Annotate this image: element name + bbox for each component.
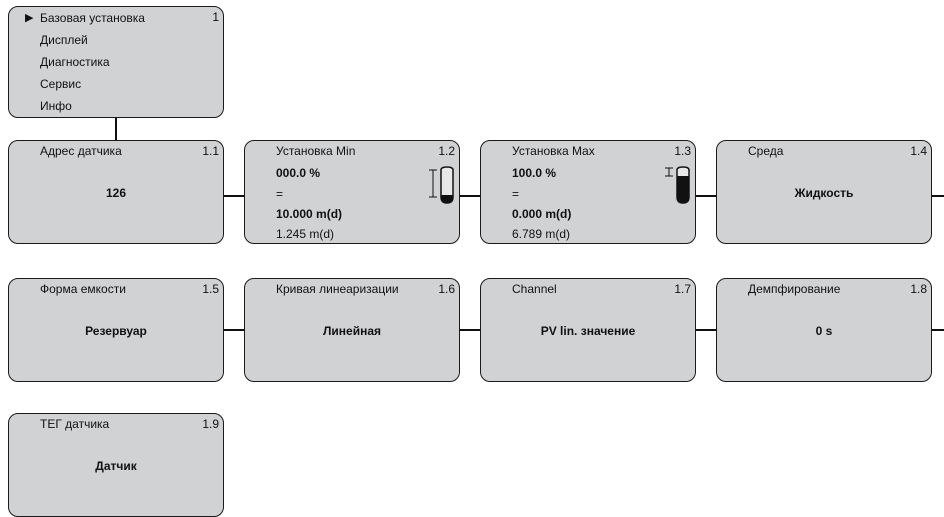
connector — [224, 195, 244, 197]
box-number: 1.9 — [202, 417, 219, 431]
box-value: 0 s — [815, 324, 833, 338]
connector — [224, 329, 244, 331]
measured-value: 1.245 m(d) — [276, 227, 335, 241]
box-title: Кривая линеаризации — [276, 282, 399, 296]
connector — [696, 195, 716, 197]
measured-value: 6.789 m(d) — [512, 227, 571, 241]
box-number: 1.8 — [910, 282, 927, 296]
box-number: 1.4 — [910, 144, 927, 158]
menu-item-display[interactable]: Дисплей — [40, 33, 88, 47]
box-value: Жидкость — [794, 186, 854, 200]
setpoint-value: 0.000 m(d) — [512, 207, 572, 221]
box-title: Установка Min — [276, 144, 356, 158]
box-value: Резервуар — [85, 324, 147, 338]
menu-item-diagnostics[interactable]: Диагностика — [40, 55, 110, 69]
box-title: ТЕГ датчика — [40, 417, 110, 431]
percent-value: 000.0 % — [276, 166, 321, 180]
box-value: 126 — [105, 186, 127, 200]
connector — [932, 329, 944, 331]
box-min-adjustment[interactable]: Установка Min 1.2 000.0 % = 10.000 m(d) … — [244, 140, 460, 244]
box-number: 1.5 — [202, 282, 219, 296]
box-number: 1.2 — [438, 144, 455, 158]
menu-item-basic-setup[interactable]: Базовая установка — [40, 11, 145, 25]
box-title: Демпфирование — [748, 282, 841, 296]
box-sensor-address[interactable]: Адрес датчика 1.1 126 — [8, 140, 224, 244]
menu-item-service[interactable]: Сервис — [40, 77, 82, 91]
equals-sign: = — [276, 187, 284, 201]
connector — [932, 195, 944, 197]
box-number: 1.3 — [674, 144, 691, 158]
box-value: Датчик — [95, 459, 137, 473]
box-channel[interactable]: Channel 1.7 PV lin. значение — [480, 278, 696, 382]
menu-item-info[interactable]: Инфо — [40, 99, 72, 113]
box-number: 1.1 — [202, 144, 219, 158]
box-damping[interactable]: Демпфирование 1.8 0 s — [716, 278, 932, 382]
box-linearization-curve[interactable]: Кривая линеаризации 1.6 Линейная — [244, 278, 460, 382]
menu-number: 1 — [212, 10, 219, 24]
box-title: Среда — [748, 144, 784, 158]
equals-sign: = — [512, 187, 520, 201]
connector — [460, 195, 480, 197]
box-number: 1.7 — [674, 282, 691, 296]
box-title: Channel — [512, 282, 557, 296]
tank-max-level-icon — [665, 166, 690, 204]
menu-pointer-icon: ▶ — [25, 12, 34, 24]
box-max-adjustment[interactable]: Установка Max 1.3 100.0 % = 0.000 m(d) 6… — [480, 140, 696, 244]
box-title: Форма емкости — [40, 282, 126, 296]
box-title: Адрес датчика — [40, 144, 122, 158]
connector — [696, 329, 716, 331]
box-value: PV lin. значение — [540, 324, 636, 338]
main-menu-box: ▶ Базовая установка Дисплей Диагностика … — [8, 6, 224, 118]
menu-connector — [115, 118, 117, 140]
percent-value: 100.0 % — [512, 166, 557, 180]
tank-min-level-icon — [429, 166, 454, 204]
box-number: 1.6 — [438, 282, 455, 296]
box-medium[interactable]: Среда 1.4 Жидкость — [716, 140, 932, 244]
box-value: Линейная — [322, 324, 382, 338]
setpoint-value: 10.000 m(d) — [276, 207, 343, 221]
box-vessel-form[interactable]: Форма емкости 1.5 Резервуар — [8, 278, 224, 382]
box-sensor-tag[interactable]: ТЕГ датчика 1.9 Датчик — [8, 413, 224, 517]
box-title: Установка Max — [512, 144, 595, 158]
connector — [460, 329, 480, 331]
